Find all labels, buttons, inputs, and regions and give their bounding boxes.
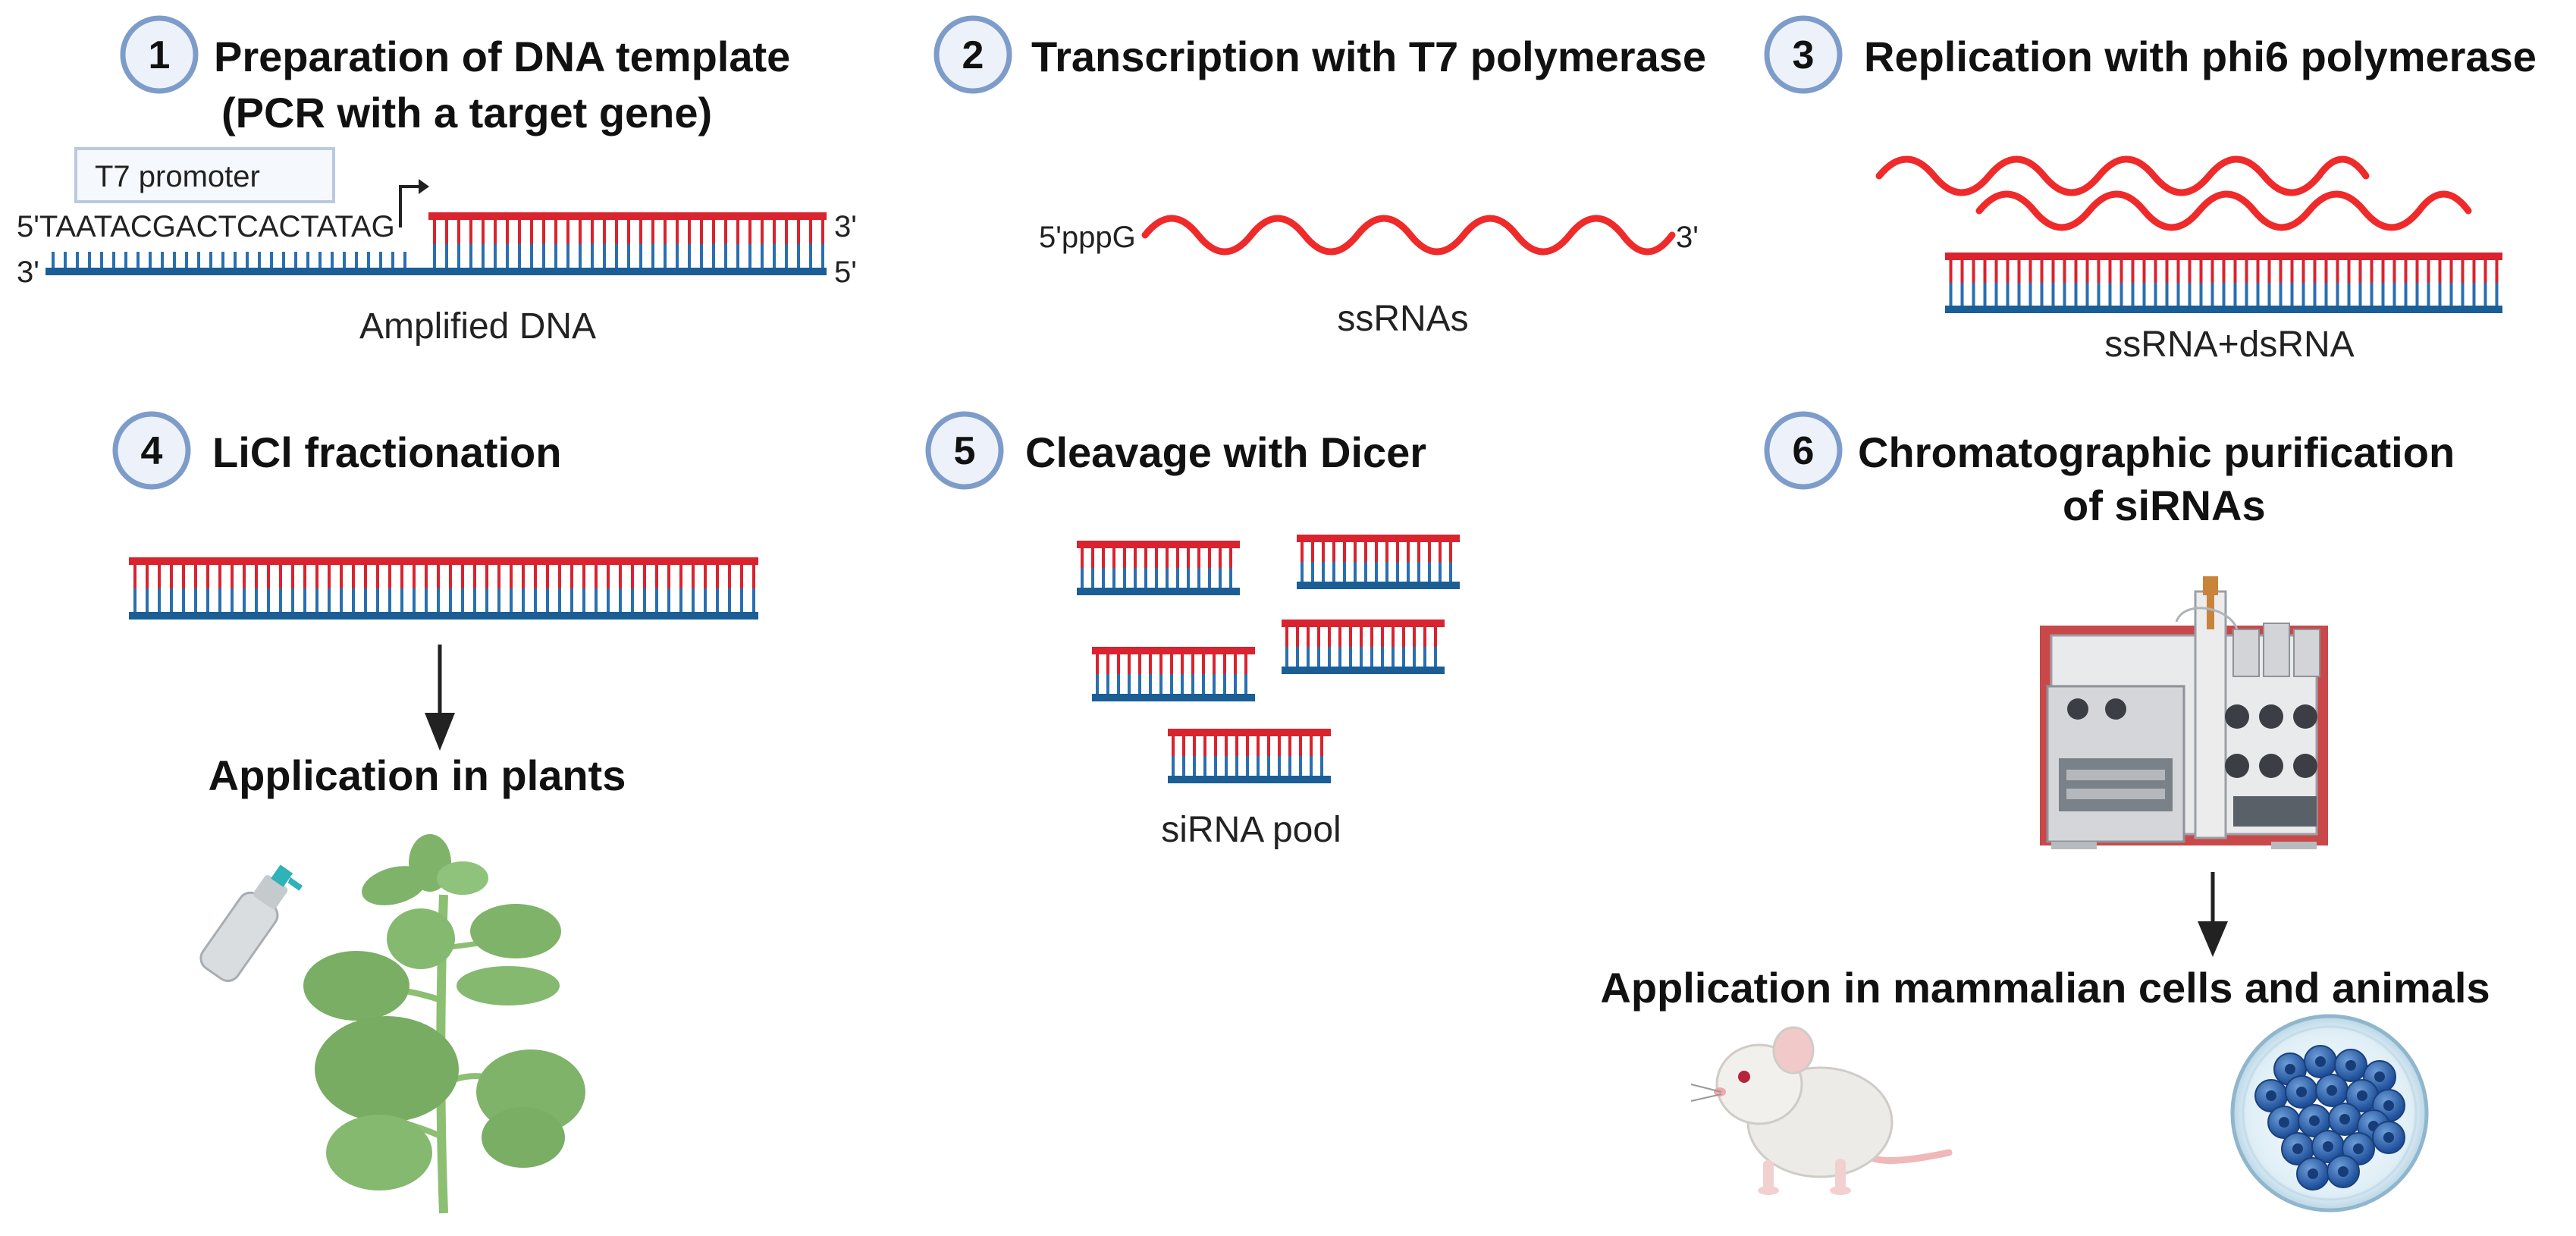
bottom-strand <box>1092 694 1255 701</box>
cell-nucleus <box>2383 1100 2394 1111</box>
cell-nucleus <box>2339 1114 2350 1125</box>
down-arrow-icon <box>2198 872 2228 957</box>
cell-nucleus <box>2383 1132 2394 1143</box>
step-title: Cleavage with Dicer <box>1025 428 1426 476</box>
top-strand <box>1297 535 1460 542</box>
rna-end-right: 3' <box>1676 221 1699 254</box>
end-bottom-right: 5' <box>834 256 857 289</box>
step-number-circle <box>1764 411 1843 490</box>
cell-nucleus <box>2338 1166 2349 1177</box>
mouse-icon <box>1690 1026 1953 1195</box>
promoter-box <box>74 147 335 203</box>
dna-duplex <box>45 212 827 275</box>
caption-ssrna-dsrna: ssRNA+dsRNA <box>2104 325 2354 365</box>
sirna-duplex <box>1077 541 1240 595</box>
sequence-top: 5'TAATACGACTCACTATAG <box>17 210 395 243</box>
top-strand <box>428 212 827 220</box>
plant-icon <box>303 834 585 1214</box>
step-number: 3 <box>1793 33 1815 77</box>
caption-amplified-dna: Amplified DNA <box>359 306 596 347</box>
ssrna-wave-bottom <box>1975 190 2472 231</box>
bottom-strand <box>129 612 758 620</box>
caption-ssrnas: ssRNAs <box>1337 299 1468 339</box>
cell-nucleus <box>2374 1071 2385 1082</box>
chromatography-instrument-icon <box>2040 576 2328 849</box>
sirna-duplex <box>1282 620 1445 674</box>
top-strand <box>1168 729 1331 736</box>
cell-nucleus <box>2323 1141 2333 1152</box>
step-number: 6 <box>1793 429 1815 473</box>
bottom-strand <box>1168 776 1331 783</box>
dsrna-duplex <box>1945 253 2502 313</box>
caption-sirna-pool: siRNA pool <box>1161 810 1341 850</box>
top-strand <box>1077 541 1240 548</box>
cell-nucleus <box>2266 1090 2276 1101</box>
bottom-strand <box>1282 667 1445 674</box>
promoter-label: T7 promoter <box>95 160 260 193</box>
step-title: Preparation of DNA template <box>214 33 790 80</box>
step-title: Chromatographic purification <box>1858 428 2455 476</box>
ssrna-wave-top <box>1875 155 2370 196</box>
duplex-region <box>428 212 827 275</box>
cell-nucleus <box>2308 1169 2318 1179</box>
step-number-circle <box>120 15 199 94</box>
step-number-circle <box>1764 15 1843 94</box>
step-2: 2 Transcription with T7 polymerase 5'ppp… <box>933 15 1706 339</box>
cell-nucleus <box>2296 1087 2307 1097</box>
promoter-arrow-icon <box>399 185 425 227</box>
sirna-duplex <box>1092 647 1255 701</box>
end-top-right: 3' <box>834 210 857 243</box>
cell-nucleus <box>2292 1143 2303 1154</box>
petri-dish-icon <box>2230 1014 2429 1212</box>
sirna-duplex <box>1297 535 1460 589</box>
bottom-strand <box>1077 588 1240 595</box>
step-number: 5 <box>954 429 976 473</box>
sirna-duplex <box>1168 729 1331 783</box>
step-title-line2: of siRNAs <box>2063 482 2266 529</box>
step-title: Transcription with T7 polymerase <box>1031 33 1706 80</box>
step-number: 1 <box>149 33 171 77</box>
end-bottom-left: 3' <box>17 256 39 289</box>
rna-end-left: 5'pppG <box>1039 221 1136 254</box>
step-1: 1 Preparation of DNA template (PCR with … <box>17 15 857 347</box>
top-strand <box>1092 647 1255 654</box>
step-5: 5 Cleavage with Dicer siRNA pool <box>925 411 1460 850</box>
cell-nucleus <box>2345 1060 2356 1071</box>
step-3: 3 Replication with phi6 polymerase ssRNA… <box>1764 15 2537 365</box>
cell-nucleus <box>2309 1115 2320 1126</box>
cell-nucleus <box>2357 1090 2367 1101</box>
application-plants: Application in plants <box>209 751 626 799</box>
step-number: 2 <box>962 33 984 77</box>
step-number: 4 <box>141 429 163 473</box>
top-strand <box>1945 253 2502 260</box>
cell-nucleus <box>2285 1064 2295 1074</box>
dsrna-duplex <box>129 557 758 620</box>
step-4: 4 LiCl fractionation Application in plan… <box>112 411 758 1214</box>
top-strand <box>129 557 758 565</box>
step-number-circle <box>933 15 1012 94</box>
ssrna-wave <box>1141 215 1676 256</box>
step-number-circle <box>112 411 191 490</box>
application-mammalian: Application in mammalian cells and anima… <box>1600 964 2490 1012</box>
step-title: LiCl fractionation <box>212 428 561 476</box>
spray-bottle-icon <box>199 864 303 982</box>
bottom-strand <box>428 268 827 275</box>
down-arrow-icon <box>425 645 455 751</box>
bottom-strand <box>1945 306 2502 313</box>
bottom-strand <box>1297 582 1460 589</box>
step-title-line2: (PCR with a target gene) <box>221 89 712 136</box>
step-title: Replication with phi6 polymerase <box>1864 33 2537 80</box>
top-strand <box>1282 620 1445 627</box>
step-number-circle <box>925 411 1004 490</box>
cell-nucleus <box>2315 1056 2326 1067</box>
cell-nucleus <box>2327 1085 2337 1096</box>
step-6: 6 Chromatographic purification of siRNAs <box>1600 411 2490 1212</box>
cell-nucleus <box>2353 1143 2364 1154</box>
cell-nucleus <box>2279 1117 2289 1128</box>
